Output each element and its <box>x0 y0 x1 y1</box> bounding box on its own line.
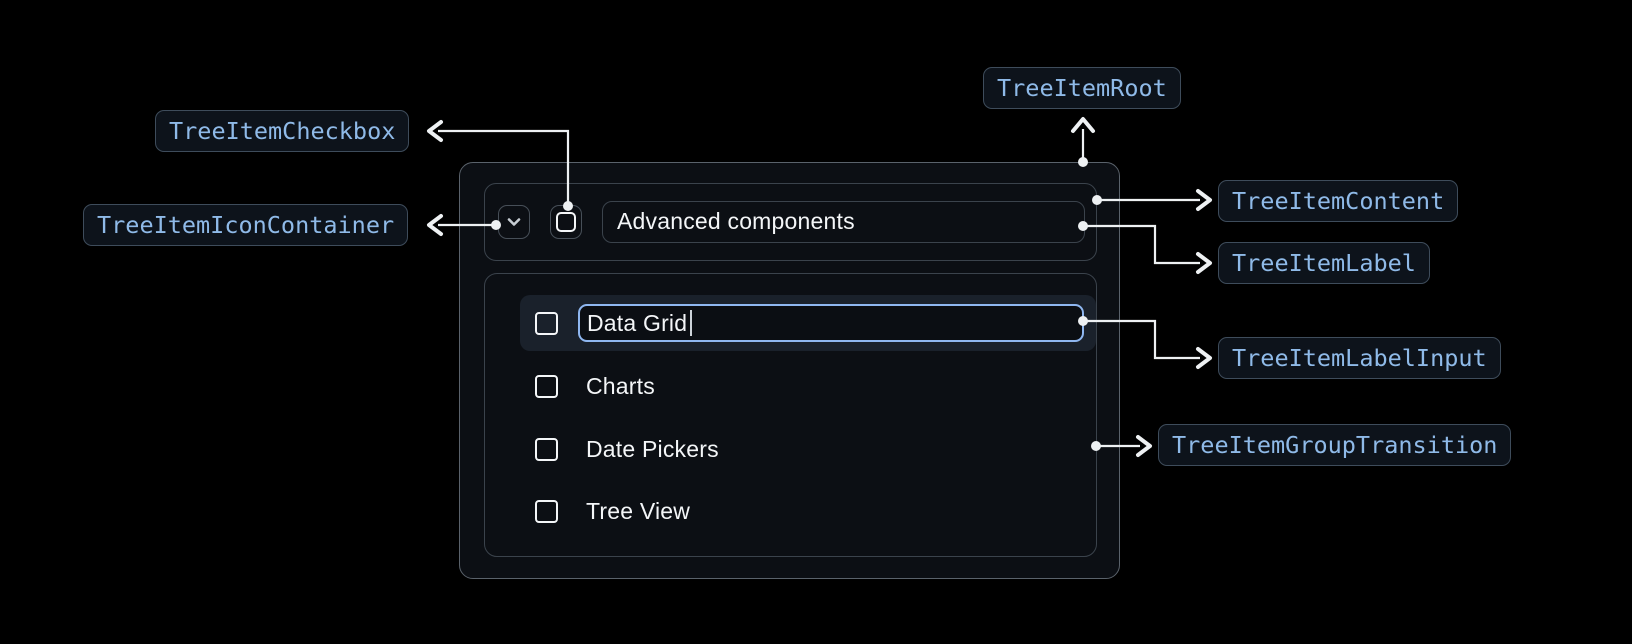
tree-row-date-pickers[interactable]: Date Pickers <box>520 421 1096 477</box>
tree-item-label: Charts <box>586 372 655 399</box>
checkbox-unchecked-icon <box>556 212 576 232</box>
badge-tree-item-content: TreeItemContent <box>1218 180 1459 222</box>
tree-item-root: Advanced components Data Grid Charts Dat… <box>459 162 1120 579</box>
label-input-value: Data Grid <box>587 309 688 336</box>
tree-item-icon-container[interactable] <box>498 205 530 239</box>
tree-row-tree-view[interactable]: Tree View <box>520 483 1096 539</box>
tree-item-checkbox[interactable] <box>550 205 582 239</box>
checkbox-unchecked-icon[interactable] <box>535 311 558 335</box>
tree-row-charts[interactable]: Charts <box>520 358 1096 414</box>
checkbox-unchecked-icon[interactable] <box>535 374 558 398</box>
tree-item-label: Tree View <box>586 497 691 524</box>
checkbox-unchecked-icon[interactable] <box>535 437 558 461</box>
text-caret <box>690 310 693 336</box>
tree-item-group-transition: Data Grid Charts Date Pickers Tree View <box>484 273 1097 557</box>
tree-item-label: Date Pickers <box>586 435 719 462</box>
tree-row-data-grid[interactable]: Data Grid <box>520 295 1096 351</box>
badge-tree-item-checkbox: TreeItemCheckbox <box>155 110 410 152</box>
badge-tree-item-label-input: TreeItemLabelInput <box>1218 337 1501 379</box>
chevron-down-icon <box>507 218 521 226</box>
connector-root <box>1071 117 1095 162</box>
tree-item-content[interactable]: Advanced components <box>484 183 1097 261</box>
badge-tree-item-root: TreeItemRoot <box>983 67 1181 109</box>
checkbox-unchecked-icon[interactable] <box>535 499 558 523</box>
badge-tree-item-group-transition: TreeItemGroupTransition <box>1158 424 1512 466</box>
tree-item-label-input[interactable]: Data Grid <box>578 304 1084 342</box>
tree-item-label[interactable]: Advanced components <box>602 201 1085 243</box>
badge-tree-item-label: TreeItemLabel <box>1218 242 1430 284</box>
badge-tree-item-icon-container: TreeItemIconContainer <box>83 204 409 246</box>
